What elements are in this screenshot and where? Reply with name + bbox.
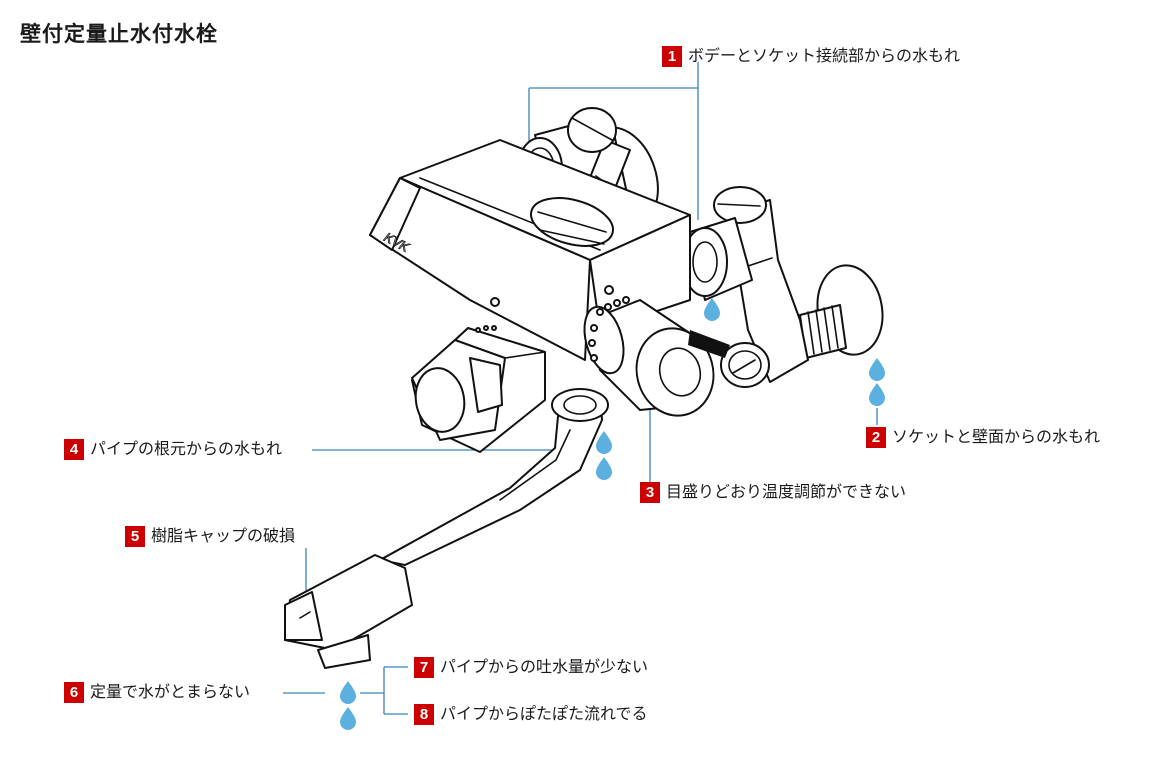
stop-valve <box>411 325 546 453</box>
callout-8: 8 パイプからぽたぽた流れでる <box>414 703 648 725</box>
water-drops <box>340 298 885 730</box>
callout-badge: 3 <box>640 481 660 503</box>
spout-tip <box>284 554 413 669</box>
spout-pipe <box>379 388 609 566</box>
callout-label: ボデーとソケット接続部からの水もれ <box>688 46 961 65</box>
callout-label: パイプからぽたぽた流れでる <box>440 704 648 723</box>
temperature-handle <box>583 296 730 417</box>
page-title: 壁付定量止水付水栓 <box>20 22 218 46</box>
callout-label: パイプの根元からの水もれ <box>90 439 283 458</box>
callout-badge: 4 <box>64 438 84 460</box>
callout-label: パイプからの吐水量が少ない <box>440 657 649 676</box>
water-drop-icon <box>340 707 356 730</box>
right-wall-socket <box>682 186 884 388</box>
callout-1: 1 ボデーとソケット接続部からの水もれ <box>662 45 960 67</box>
water-drop-icon <box>596 431 612 454</box>
callout-4: 4 パイプの根元からの水もれ <box>64 438 282 460</box>
callout-7: 7 パイプからの吐水量が少ない <box>414 656 648 678</box>
water-drop-icon <box>596 457 612 480</box>
water-drop-icon <box>869 383 885 406</box>
callout-badge: 5 <box>125 525 145 547</box>
water-drop-icon <box>340 681 356 704</box>
callout-label: 樹脂キャップの破損 <box>151 526 296 545</box>
callout-badge: 2 <box>866 426 886 448</box>
callout-label: 定量で水がとまらない <box>90 682 251 701</box>
callout-label: ソケットと壁面からの水もれ <box>892 427 1101 446</box>
callout-5: 5 樹脂キャップの破損 <box>125 525 295 547</box>
callout-3: 3 目盛りどおり温度調節ができない <box>640 481 906 503</box>
callout-2: 2 ソケットと壁面からの水もれ <box>866 426 1100 448</box>
callout-badge: 7 <box>414 656 434 678</box>
callout-6: 6 定量で水がとまらない <box>64 681 250 703</box>
water-drop-icon <box>869 358 885 381</box>
callout-label: 目盛りどおり温度調節ができない <box>666 482 907 501</box>
callout-badge: 1 <box>662 45 682 67</box>
callout-badge: 8 <box>414 703 434 725</box>
water-drop-icon <box>704 298 720 321</box>
callout-badge: 6 <box>64 681 84 703</box>
